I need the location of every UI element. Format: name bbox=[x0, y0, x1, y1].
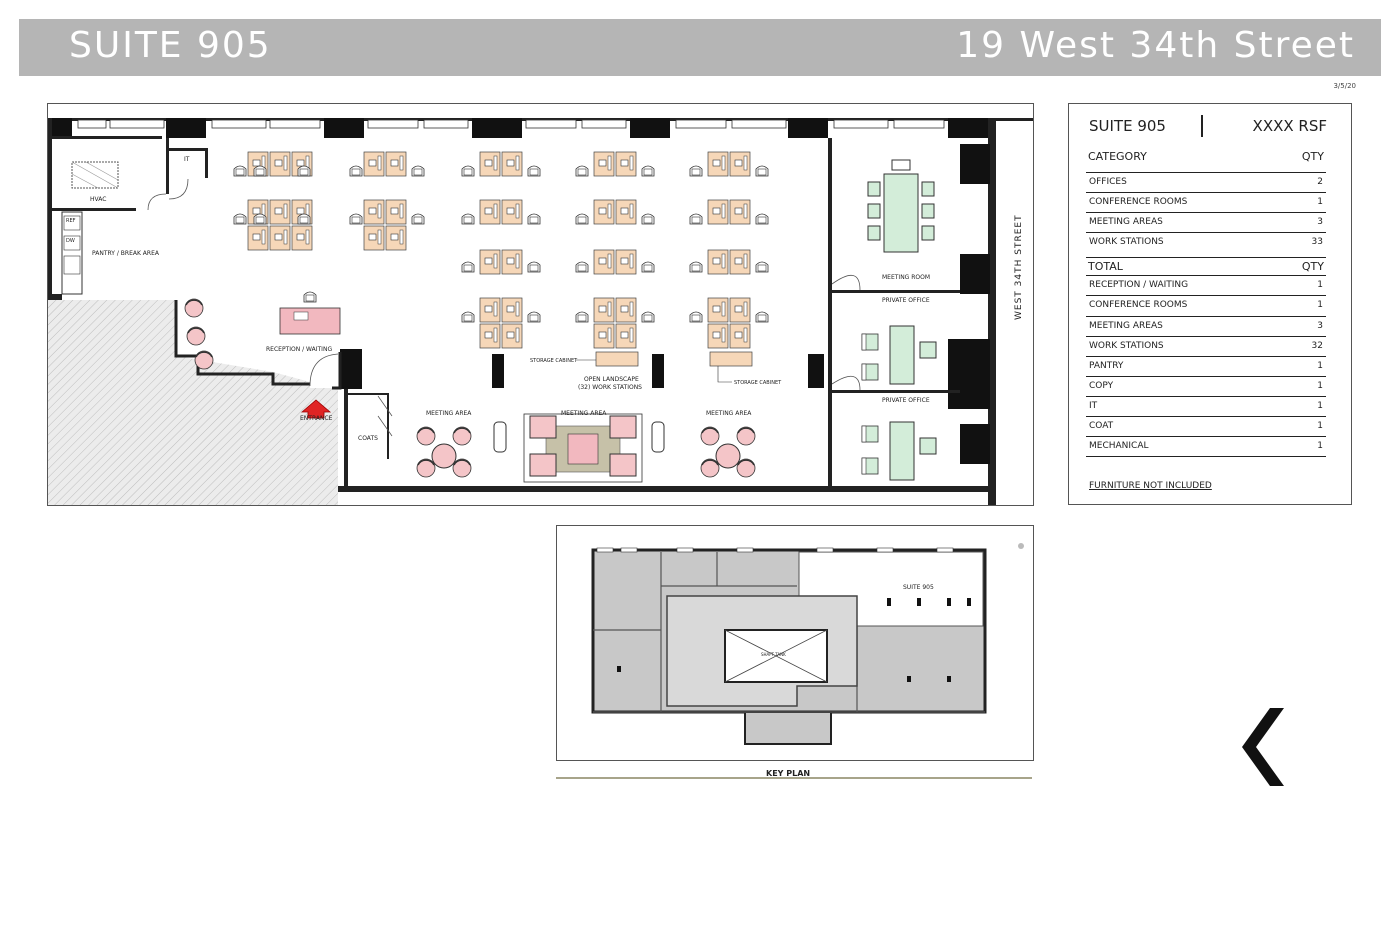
row-name: MECHANICAL bbox=[1089, 441, 1149, 451]
table-bottom-rule bbox=[1086, 456, 1326, 457]
row-name: COAT bbox=[1089, 421, 1114, 431]
row-name: PANTRY bbox=[1089, 361, 1124, 371]
table-row: RECEPTION / WAITING 1 bbox=[1086, 275, 1326, 295]
row-qty: 1 bbox=[1317, 401, 1323, 411]
table-row: MECHANICAL 1 bbox=[1086, 436, 1326, 456]
key-suite-label: SUITE 905 bbox=[903, 584, 934, 591]
table-row: OFFICES 2 bbox=[1086, 172, 1326, 192]
category-section-header: CATEGORY QTY bbox=[1086, 148, 1326, 166]
row-qty: 1 bbox=[1317, 300, 1323, 310]
row-name: OFFICES bbox=[1089, 177, 1127, 187]
row-qty: 1 bbox=[1317, 361, 1323, 371]
row-name: CONFERENCE ROOMS bbox=[1089, 197, 1188, 207]
row-name: WORK STATIONS bbox=[1089, 237, 1164, 247]
row-name: COPY bbox=[1089, 381, 1114, 391]
workstations-count-label: (32) WORK STATIONS bbox=[578, 384, 642, 391]
storage-cabinet-label-2: STORAGE CABINET bbox=[734, 380, 782, 386]
row-qty: 1 bbox=[1317, 441, 1323, 451]
meeting-area-label-1: MEETING AREA bbox=[426, 410, 472, 417]
private-office-label-2: PRIVATE OFFICE bbox=[882, 397, 930, 404]
street-label: WEST 34TH STREET bbox=[1014, 214, 1024, 320]
row-name: MEETING AREAS bbox=[1089, 321, 1163, 331]
table-row: CONFERENCE ROOMS 1 bbox=[1086, 295, 1326, 315]
category-header: CATEGORY bbox=[1088, 150, 1147, 163]
row-name: RECEPTION / WAITING bbox=[1089, 280, 1189, 290]
row-qty: 2 bbox=[1317, 177, 1323, 187]
entrance-label: ENTRANCE bbox=[300, 415, 333, 422]
key-shaft-label: SHAFT TANK bbox=[761, 652, 786, 657]
total-section-header: TOTAL QTY bbox=[1086, 257, 1326, 276]
open-landscape-label: OPEN LANDSCAPE bbox=[584, 376, 639, 383]
address-title: 19 West 34th Street bbox=[956, 25, 1355, 66]
row-name: MEETING AREAS bbox=[1089, 217, 1163, 227]
qty-header: QTY bbox=[1301, 150, 1324, 163]
meeting-area-label-2: MEETING AREA bbox=[561, 410, 607, 417]
row-name: IT bbox=[1089, 401, 1098, 411]
summary-suite: SUITE 905 bbox=[1089, 117, 1166, 135]
floor-plan: HVAC IT REF DW PANTRY / BREAK AREA RECEP… bbox=[47, 103, 1034, 506]
row-qty: 1 bbox=[1317, 280, 1323, 290]
table-row: MEETING AREAS 3 bbox=[1086, 212, 1326, 232]
summary-header: SUITE 905 XXXX RSF bbox=[1089, 115, 1329, 137]
row-qty: 3 bbox=[1317, 321, 1323, 331]
header-divider bbox=[1201, 115, 1203, 137]
table-row: IT 1 bbox=[1086, 396, 1326, 416]
ref-label: REF bbox=[66, 218, 76, 224]
key-plan: SUITE 905 SHAFT TANK bbox=[556, 525, 1034, 761]
space-summary-table: SUITE 905 XXXX RSF CATEGORY QTY OFFICES 2… bbox=[1068, 103, 1352, 505]
coats-label: COATS bbox=[358, 435, 378, 442]
floor-plan-drawing bbox=[48, 118, 1033, 505]
suite-title: SUITE 905 bbox=[69, 25, 272, 66]
dw-label: DW bbox=[66, 238, 75, 244]
meeting-room-label: MEETING ROOM bbox=[882, 274, 931, 281]
plan-date: 3/5/20 bbox=[1333, 82, 1356, 90]
row-qty: 1 bbox=[1317, 197, 1323, 207]
key-plan-drawing bbox=[591, 543, 1024, 745]
pantry-label: PANTRY / BREAK AREA bbox=[92, 250, 159, 257]
title-bar: SUITE 905 19 West 34th Street bbox=[19, 19, 1381, 76]
row-qty: 32 bbox=[1311, 341, 1323, 351]
table-row: WORK STATIONS 32 bbox=[1086, 336, 1326, 356]
key-plan-rule bbox=[556, 777, 1032, 779]
row-qty: 1 bbox=[1317, 381, 1323, 391]
table-row: WORK STATIONS 33 bbox=[1086, 232, 1326, 252]
it-label: IT bbox=[184, 156, 190, 163]
table-row: COAT 1 bbox=[1086, 416, 1326, 436]
summary-rsf: XXXX RSF bbox=[1252, 117, 1327, 135]
furniture-note: FURNITURE NOT INCLUDED bbox=[1089, 481, 1212, 491]
row-qty: 1 bbox=[1317, 421, 1323, 431]
table-row: MEETING AREAS 3 bbox=[1086, 316, 1326, 336]
hvac-label: HVAC bbox=[90, 196, 107, 203]
row-name: CONFERENCE ROOMS bbox=[1089, 300, 1188, 310]
key-plan-title: KEY PLAN bbox=[766, 769, 811, 778]
table-row: COPY 1 bbox=[1086, 376, 1326, 396]
private-office-label-1: PRIVATE OFFICE bbox=[882, 297, 930, 304]
chevron-left-icon[interactable] bbox=[1238, 706, 1288, 788]
total-header: TOTAL bbox=[1088, 260, 1123, 273]
total-qty-header: QTY bbox=[1301, 260, 1324, 273]
row-qty: 3 bbox=[1317, 217, 1323, 227]
storage-cabinet-label-1: STORAGE CABINET bbox=[530, 358, 578, 364]
reception-label: RECEPTION / WAITING bbox=[266, 346, 333, 353]
table-row: CONFERENCE ROOMS 1 bbox=[1086, 192, 1326, 212]
row-name: WORK STATIONS bbox=[1089, 341, 1164, 351]
meeting-area-label-3: MEETING AREA bbox=[706, 410, 752, 417]
table-row: PANTRY 1 bbox=[1086, 356, 1326, 376]
row-qty: 33 bbox=[1311, 237, 1323, 247]
